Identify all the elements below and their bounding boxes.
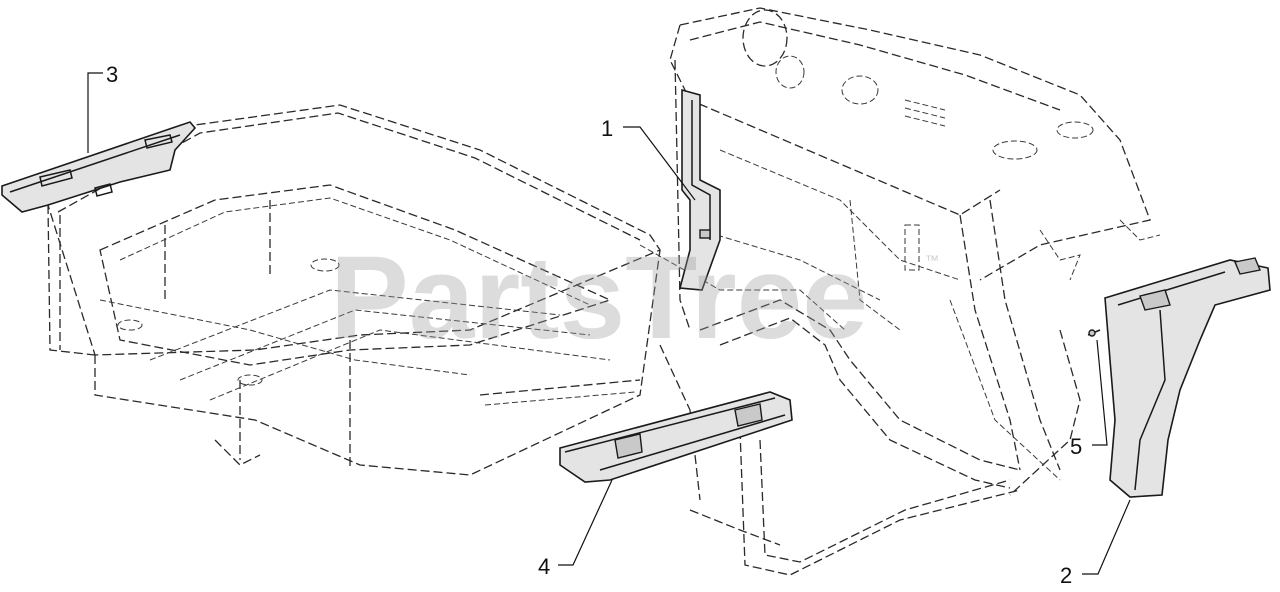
watermark-trademark: ™ — [925, 252, 939, 268]
callout-label-3: 3 — [106, 62, 118, 87]
watermark-text: PartsTree — [330, 232, 868, 364]
part-5-screw[interactable] — [1087, 329, 1101, 337]
part-2-side-panel[interactable] — [1104, 257, 1271, 498]
callout-5[interactable]: 5 — [1070, 339, 1108, 459]
part-3-trim[interactable] — [1, 121, 197, 213]
part-4-step-rail[interactable] — [559, 391, 793, 483]
callout-4[interactable]: 4 — [538, 479, 613, 579]
callout-label-4: 4 — [538, 554, 550, 579]
callout-label-2: 2 — [1060, 563, 1072, 588]
part-1-trim-strip[interactable] — [678, 88, 721, 291]
callout-label-5: 5 — [1070, 434, 1082, 459]
callout-1[interactable]: 1 — [601, 116, 696, 201]
watermark: PartsTree ™ — [330, 232, 939, 364]
callout-2[interactable]: 2 — [1060, 499, 1131, 588]
callout-label-1: 1 — [601, 116, 613, 141]
callout-3[interactable]: 3 — [87, 62, 118, 153]
